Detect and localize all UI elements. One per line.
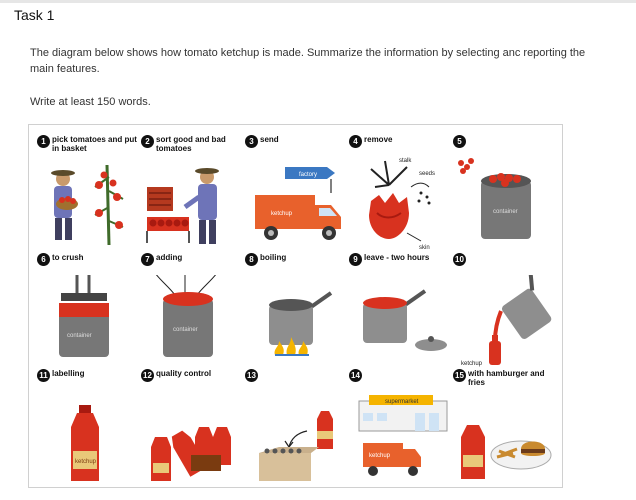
boiling-pot-picture <box>269 291 333 356</box>
adding-ingredients-picture: sugar vinegar salt container <box>155 275 217 357</box>
container-of-tomatoes-picture: container <box>458 158 531 239</box>
step-number: 8 <box>245 253 258 266</box>
step-6: 6 to crush container <box>37 253 142 371</box>
truck-sign-text: factory <box>299 172 317 178</box>
step-label: to crush <box>52 253 84 262</box>
supermarket-sign-text: supermarket <box>385 399 419 405</box>
step-7: 7 adding sugar vinegar salt container <box>141 253 246 371</box>
step-label: quality control <box>156 369 212 378</box>
step-number: 7 <box>141 253 154 266</box>
step-12: 12 quality control <box>141 369 246 487</box>
step-3: 3 send factory ketchup <box>245 135 350 253</box>
step-4: 4 remove stalk seeds skin <box>349 135 454 253</box>
crushing-picture: container <box>59 275 109 357</box>
container-label: container <box>173 327 198 333</box>
word-requirement: Write at least 150 words. <box>30 96 151 108</box>
sorting-tomatoes-picture <box>146 168 219 244</box>
step-number: 9 <box>349 253 362 266</box>
task-prompt: The diagram below shows how tomato ketch… <box>30 47 586 75</box>
container-label: container <box>493 209 518 215</box>
cooling-pot-picture <box>363 289 447 351</box>
picking-tomatoes-picture <box>51 164 124 246</box>
step-label: sort good and bad tomatoes <box>156 135 226 153</box>
step-label: with hamburger and fries <box>468 369 545 387</box>
step-label: send <box>260 135 279 144</box>
stalk-label: stalk <box>399 158 412 164</box>
step-15: 15 with hamburger and fries <box>453 369 558 487</box>
step-13: 13 <box>245 369 350 487</box>
step-9: 9 leave - two hours <box>349 253 454 371</box>
packing-box-picture <box>259 411 333 481</box>
step-label: labelling <box>52 369 85 378</box>
ketchup-label: ketchup <box>461 361 483 367</box>
step-number: 10 <box>453 253 466 266</box>
task-title: Task 1 <box>14 7 55 23</box>
step-10: 10 ketchup <box>453 253 558 371</box>
quality-control-picture <box>151 427 231 481</box>
step-number: 6 <box>37 253 50 266</box>
skin-label: skin <box>419 245 430 251</box>
step-number: 5 <box>453 135 466 148</box>
truck-side-text: ketchup <box>271 211 293 217</box>
step-number: 12 <box>141 369 154 382</box>
step-number: 3 <box>245 135 258 148</box>
step-number: 4 <box>349 135 362 148</box>
step-label: adding <box>156 253 183 262</box>
pouring-ketchup-picture: ketchup <box>461 275 552 367</box>
step-number: 11 <box>37 369 50 382</box>
step-1: 1 pick tomatoes and put in basket <box>37 135 142 253</box>
step-number: 15 <box>453 369 466 382</box>
removing-parts-picture: stalk seeds skin <box>369 158 435 251</box>
labelled-bottle-picture: ketchup <box>71 405 99 481</box>
step-8: 8 boiling <box>245 253 350 371</box>
ketchup-with-meal-picture <box>461 425 552 479</box>
step-2: 2 sort good and bad tomatoes <box>141 135 246 253</box>
step-11: 11 labelling ketchup <box>37 369 142 487</box>
ketchup-process-diagram: 1 pick tomatoes and put in basket 2 sort… <box>28 124 563 488</box>
step-14: 14 supermarket ketchup <box>349 369 454 487</box>
delivery-truck-picture: factory ketchup <box>255 167 341 240</box>
step-5: 5 container <box>453 135 558 253</box>
seeds-label: seeds <box>419 171 435 177</box>
step-number: 1 <box>37 135 50 148</box>
step-number: 13 <box>245 369 258 382</box>
container-label: container <box>67 333 92 339</box>
step-label: leave - two hours <box>364 253 430 262</box>
top-divider <box>0 0 636 3</box>
step-number: 2 <box>141 135 154 148</box>
step-label: boiling <box>260 253 287 262</box>
truck-side-text: ketchup <box>369 453 391 459</box>
supermarket-delivery-picture: supermarket ketchup <box>358 395 448 476</box>
step-label: remove <box>364 135 393 144</box>
bottle-label-text: ketchup <box>75 459 97 465</box>
step-number: 14 <box>349 369 362 382</box>
step-label: pick tomatoes and put in basket <box>52 135 137 153</box>
